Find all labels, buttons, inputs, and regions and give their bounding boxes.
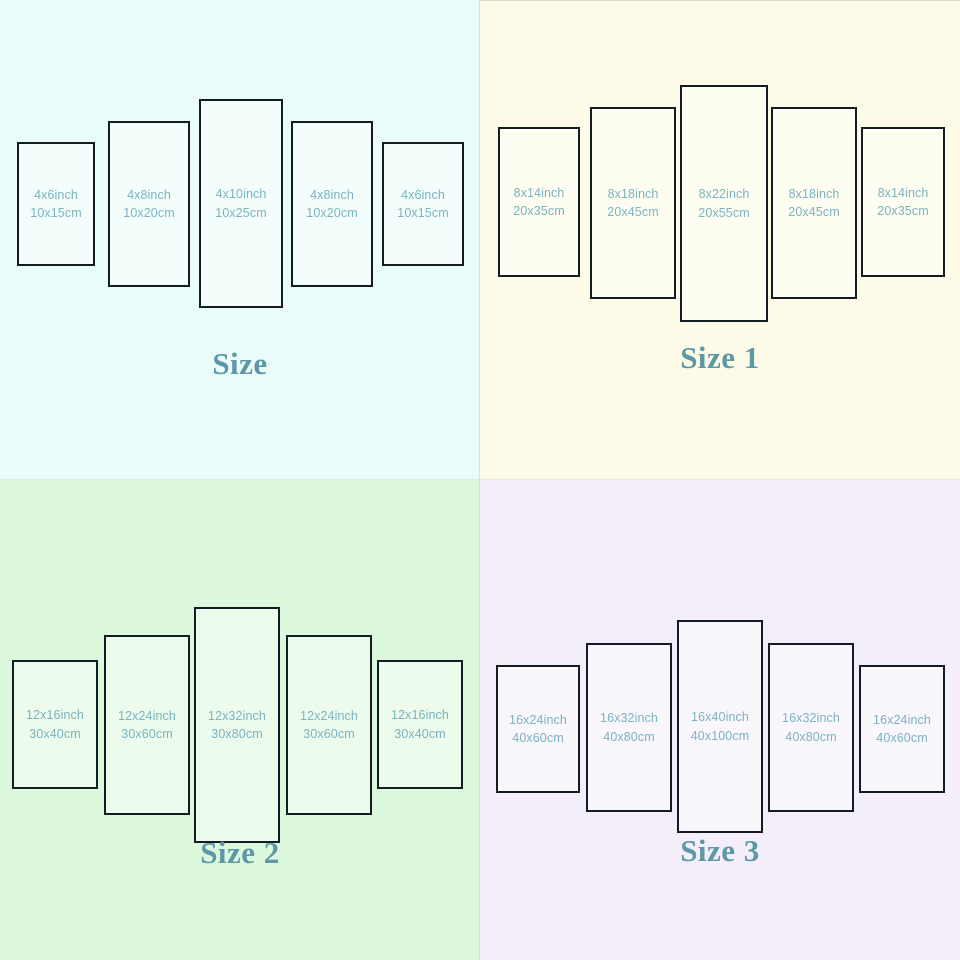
canvas-panel[interactable]: 8x14inch 20x35cm	[861, 127, 945, 277]
panel-size-label: 12x16inch 30x40cm	[26, 706, 84, 742]
panel-size-inch: 12x24inch	[300, 708, 358, 723]
quadrant-title-size: Size	[212, 346, 268, 381]
panel-size-label: 16x24inch 40x60cm	[873, 711, 931, 747]
panel-size-label: 4x6inch 10x15cm	[397, 186, 448, 222]
panel-size-label: 8x18inch 20x45cm	[607, 185, 658, 221]
panel-size-inch: 4x10inch	[215, 187, 267, 202]
panel-size-inch: 4x6inch	[34, 187, 78, 202]
canvas-panel[interactable]: 16x32inch 40x80cm	[768, 643, 854, 812]
panel-size-cm: 20x45cm	[607, 205, 659, 219]
quadrant-title-size-3: Size 3	[680, 833, 760, 868]
panel-size-label: 8x18inch 20x45cm	[788, 185, 839, 221]
panel-size-cm: 40x80cm	[603, 729, 655, 744]
panel-size-inch: 16x24inch	[509, 712, 567, 727]
panel-size-inch: 8x18inch	[607, 186, 659, 201]
canvas-panel[interactable]: 16x40inch 40x100cm	[677, 620, 763, 833]
panel-size-label: 16x32inch 40x80cm	[782, 709, 840, 745]
panel-size-cm: 30x40cm	[29, 726, 81, 741]
panel-size-cm: 10x25cm	[215, 205, 267, 220]
canvas-panel[interactable]: 4x8inch 10x20cm	[108, 121, 190, 287]
panel-size-label: 16x32inch 40x80cm	[600, 709, 658, 745]
panel-size-label: 12x24inch 30x60cm	[300, 707, 358, 743]
canvas-panel[interactable]: 16x24inch 40x60cm	[496, 665, 580, 793]
panel-size-inch: 8x14inch	[877, 185, 929, 200]
panel-size-inch: 16x32inch	[600, 711, 658, 726]
panel-size-inch: 16x40inch	[691, 710, 749, 725]
panel-size-cm: 40x80cm	[785, 729, 837, 744]
top-edge-hairline	[480, 0, 960, 1]
panel-size-label: 16x24inch 40x60cm	[509, 711, 567, 747]
panel-size-inch: 4x6inch	[401, 187, 445, 202]
quadrant-size-1: 8x14inch 20x35cm 8x18inch 20x45cm 8x22inch 20…	[480, 0, 960, 480]
panel-size-inch: 8x14inch	[513, 185, 565, 200]
panel-size-inch: 4x8inch	[310, 187, 354, 202]
panel-size-label: 16x40inch 40x100cm	[691, 708, 749, 744]
panel-size-cm: 40x100cm	[690, 728, 750, 743]
panel-size-cm: 20x45cm	[788, 205, 840, 219]
quadrant-title-size-1: Size 1	[680, 340, 760, 375]
panel-size-cm: 40x60cm	[876, 731, 928, 745]
panel-group-size-3: 16x24inch 40x60cm 16x32inch 40x80cm 16x40inc…	[480, 480, 960, 960]
canvas-panel[interactable]: 12x16inch 30x40cm	[377, 660, 463, 789]
canvas-panel[interactable]: 8x22inch 20x55cm	[680, 85, 768, 322]
panel-size-label: 4x8inch 10x20cm	[306, 186, 357, 222]
canvas-panel[interactable]: 16x32inch 40x80cm	[586, 643, 672, 812]
panel-group-size: 4x6inch 10x15cm 4x8inch 10x20cm 4x10inch 10x2…	[0, 0, 480, 480]
panel-size-inch: 4x8inch	[127, 187, 171, 202]
panel-size-inch: 16x24inch	[873, 712, 931, 727]
panel-size-cm: 10x15cm	[30, 206, 82, 220]
panel-size-cm: 10x20cm	[306, 206, 358, 220]
panel-group-size-2: 12x16inch 30x40cm 12x24inch 30x60cm 12x32inc…	[0, 480, 480, 960]
panel-size-cm: 20x55cm	[698, 205, 750, 220]
canvas-panel[interactable]: 8x18inch 20x45cm	[771, 107, 857, 299]
panel-size-inch: 12x16inch	[26, 708, 84, 723]
panel-size-cm: 20x35cm	[513, 204, 565, 218]
canvas-panel[interactable]: 4x10inch 10x25cm	[199, 99, 283, 308]
panel-size-cm: 20x35cm	[877, 204, 929, 218]
panel-size-inch: 8x18inch	[788, 186, 840, 201]
quadrant-divider-vertical	[479, 0, 480, 960]
quadrant-divider-horizontal	[0, 479, 960, 480]
panel-size-label: 8x14inch 20x35cm	[513, 184, 564, 220]
panel-size-cm: 10x15cm	[397, 206, 449, 220]
panel-size-label: 4x8inch 10x20cm	[123, 186, 174, 222]
canvas-panel[interactable]: 12x24inch 30x60cm	[286, 635, 372, 815]
canvas-panel[interactable]: 12x24inch 30x60cm	[104, 635, 190, 815]
canvas-panel[interactable]: 4x6inch 10x15cm	[17, 142, 95, 266]
panel-size-inch: 16x32inch	[782, 711, 840, 726]
canvas-panel[interactable]: 8x14inch 20x35cm	[498, 127, 580, 277]
panel-group-size-1: 8x14inch 20x35cm 8x18inch 20x45cm 8x22inch 20…	[480, 0, 960, 480]
panel-size-label: 12x32inch 30x80cm	[208, 707, 266, 743]
quadrant-size-3: 16x24inch 40x60cm 16x32inch 40x80cm 16x40inc…	[480, 480, 960, 960]
panel-size-cm: 30x80cm	[211, 727, 263, 741]
panel-size-label: 4x10inch 10x25cm	[215, 185, 266, 221]
canvas-panel[interactable]: 8x18inch 20x45cm	[590, 107, 676, 299]
canvas-panel[interactable]: 12x32inch 30x80cm	[194, 607, 280, 843]
panel-size-cm: 10x20cm	[123, 206, 175, 220]
canvas-panel[interactable]: 4x6inch 10x15cm	[382, 142, 464, 266]
canvas-panel[interactable]: 12x16inch 30x40cm	[12, 660, 98, 789]
quadrant-size: 4x6inch 10x15cm 4x8inch 10x20cm 4x10inch 10x2…	[0, 0, 480, 480]
panel-size-label: 12x24inch 30x60cm	[118, 707, 176, 743]
panel-size-cm: 30x60cm	[121, 727, 173, 741]
canvas-panel[interactable]: 16x24inch 40x60cm	[859, 665, 945, 793]
quadrant-size-2: 12x16inch 30x40cm 12x24inch 30x60cm 12x32inc…	[0, 480, 480, 960]
panel-size-inch: 12x24inch	[118, 708, 176, 723]
panel-size-cm: 30x40cm	[394, 726, 446, 741]
canvas-panel[interactable]: 4x8inch 10x20cm	[291, 121, 373, 287]
panel-size-cm: 40x60cm	[512, 731, 564, 745]
quadrant-title-size-2: Size 2	[200, 835, 280, 870]
panel-size-inch: 12x16inch	[391, 708, 449, 723]
panel-size-label: 8x22inch 20x55cm	[698, 185, 749, 221]
panel-size-inch: 12x32inch	[208, 708, 266, 723]
panel-size-label: 12x16inch 30x40cm	[391, 706, 449, 742]
panel-size-cm: 30x60cm	[303, 727, 355, 741]
panel-size-inch: 8x22inch	[698, 187, 750, 202]
panel-size-label: 4x6inch 10x15cm	[30, 186, 81, 222]
panel-size-label: 8x14inch 20x35cm	[877, 184, 928, 220]
